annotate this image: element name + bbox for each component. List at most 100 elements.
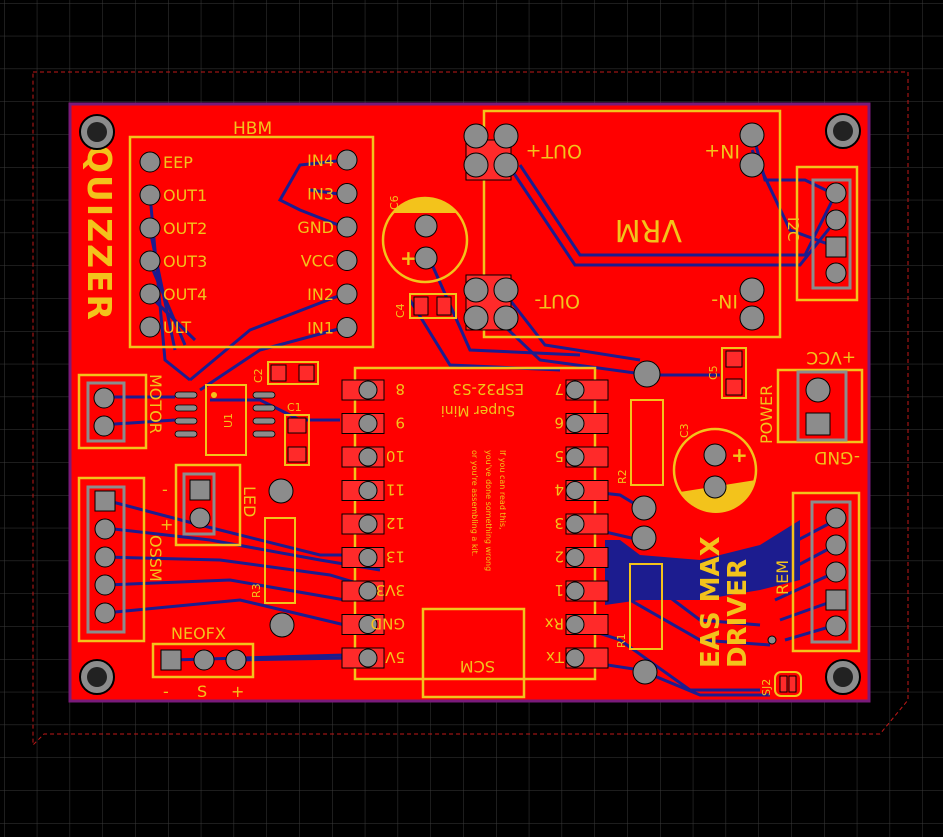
hbm-pin-label: OUT4 <box>163 285 207 304</box>
power-vcc-label: +VCC <box>806 347 856 367</box>
hbm-pin-pad <box>139 217 161 239</box>
mcu-pin-label: Rx <box>545 615 564 633</box>
via-r3 <box>269 612 295 638</box>
capacitor-c1[interactable]: C1 <box>284 401 310 466</box>
c1-label: C1 <box>287 401 302 414</box>
neofx-connector[interactable]: NEOFX - S + <box>151 624 255 701</box>
hbm-label: HBM <box>233 119 272 139</box>
hbm-pin-label: GND <box>297 218 334 237</box>
c6-label: C6 <box>388 195 401 210</box>
mcu-pin-label: Tx <box>546 648 565 666</box>
u1-label: U1 <box>222 413 235 428</box>
mcu-pin-label: 4 <box>554 481 564 499</box>
rem-connector[interactable]: REM <box>773 491 861 653</box>
neofx-label: NEOFX <box>171 624 226 643</box>
mounting-holes <box>79 113 861 695</box>
mcu-pin-label: 5V <box>384 648 405 666</box>
capacitor-c5[interactable]: C5 <box>707 347 747 399</box>
ossm-label: OSSM <box>146 535 165 582</box>
capacitor-c4[interactable]: C4 <box>394 293 457 319</box>
hbm-pin-pad <box>336 283 358 305</box>
motor-connector[interactable]: MOTOR <box>77 373 165 450</box>
resistor-r3[interactable]: R3 <box>250 517 296 604</box>
neofx-pin-minus: - <box>163 682 169 701</box>
mcu-title-2: Super Mini <box>441 402 515 418</box>
neofx-pin-s: S <box>197 682 207 701</box>
mcu-pin-hole <box>565 380 585 400</box>
mcu-pin-hole <box>565 514 585 534</box>
hbm-pin-pad <box>139 316 161 338</box>
ground-pour-bottom <box>605 520 800 605</box>
hbm-pin-pad <box>139 151 161 173</box>
neofx-pin-plus: + <box>231 682 244 701</box>
hbm-pin-label: EEP <box>163 153 193 172</box>
solder-jumper-sj2[interactable]: SJ2 <box>760 635 802 697</box>
r1-label: R1 <box>615 633 628 648</box>
hbm-pin-label: OUT1 <box>163 186 207 205</box>
mcu-pin-label: 1 <box>554 581 564 599</box>
c3-plus: + <box>731 443 748 467</box>
c3-label: C3 <box>678 423 691 438</box>
i2c-connector[interactable]: I2C <box>784 165 859 302</box>
c6-plus: + <box>400 246 417 270</box>
led-label: LED <box>240 486 259 517</box>
hbm-pin-pad <box>139 283 161 305</box>
esp32-module[interactable]: ESP32-S3 Super Mini If you can read this… <box>341 366 609 699</box>
sj2-label: SJ2 <box>760 679 773 696</box>
capacitor-c6[interactable]: + C6 <box>381 195 469 284</box>
c4-label: C4 <box>394 303 407 318</box>
board-outline[interactable] <box>68 102 871 703</box>
power-connector[interactable]: POWER +VCC -GND <box>757 347 864 467</box>
assembly-note: If you can read this, you've done someth… <box>470 450 507 571</box>
mcu-pin-label: 12 <box>386 514 405 532</box>
mcu-pin-label: 11 <box>386 481 405 499</box>
vrm-in-plus: IN+ <box>704 140 740 162</box>
hbm-pin-label: OUT3 <box>163 252 207 271</box>
scm-outline <box>421 607 526 699</box>
mcu-pin-label: 3V3 <box>376 581 405 599</box>
mcu-pin-hole <box>358 548 378 567</box>
power-gnd-label: -GND <box>814 447 860 467</box>
vrm-module[interactable]: VRM OUT+ IN+ OUT- IN- <box>463 109 782 339</box>
hbm-pin-pad <box>336 250 358 271</box>
capacitor-c3[interactable]: + C3 <box>672 423 758 513</box>
ic-u1[interactable]: U1 <box>174 384 276 456</box>
c2-label: C2 <box>252 368 265 383</box>
mcu-pin-hole <box>565 648 585 668</box>
hbm-pin-label: ULT <box>163 318 191 337</box>
via-c5 <box>633 360 661 388</box>
ossm-connector[interactable]: OSSM <box>77 476 165 643</box>
capacitor-c2[interactable]: C2 <box>252 361 319 385</box>
svg-text:If you can read this,: If you can read this, <box>498 450 507 530</box>
svg-text:you've done something wrong: you've done something wrong <box>484 450 493 571</box>
r3-label: R3 <box>250 583 263 598</box>
mcu-pin-label: 10 <box>386 447 405 465</box>
hbm-pin-pad <box>336 216 358 238</box>
hbm-pin-pad <box>336 317 358 338</box>
hbm-pin-pad <box>336 183 358 204</box>
logo-text: QUIZZER <box>80 145 119 322</box>
mcu-pin-label: 8 <box>395 380 405 398</box>
via-led <box>268 478 294 504</box>
mcu-title-1: ESP32-S3 <box>452 380 524 398</box>
power-label: POWER <box>757 385 776 444</box>
mcu-pin-label: 7 <box>554 380 564 398</box>
resistor-r2[interactable]: R2 <box>616 399 664 551</box>
rem-label: REM <box>773 560 792 595</box>
mcu-pin-hole <box>565 548 585 567</box>
hbm-pin-label: OUT2 <box>163 219 207 238</box>
mcu-pin-hole <box>358 380 378 400</box>
mcu-pin-hole <box>565 481 585 500</box>
resistor-r1[interactable]: R1 <box>615 563 663 685</box>
mcu-pin-hole <box>358 447 378 467</box>
vrm-label: VRM <box>615 212 682 247</box>
mcu-pin-hole <box>358 615 378 634</box>
hbm-pin-pad <box>336 149 358 171</box>
led-connector[interactable]: LED - + <box>160 463 259 547</box>
led-minus: - <box>162 480 168 499</box>
